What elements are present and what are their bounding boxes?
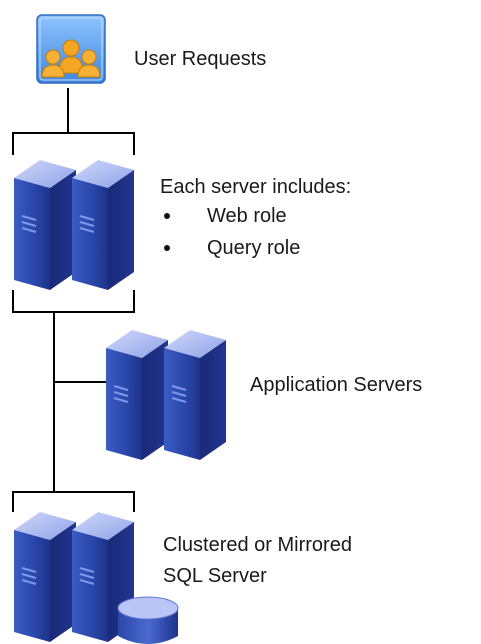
application-servers-label: Application Servers	[250, 374, 423, 396]
role-web: Web role	[160, 200, 300, 232]
sql-server-label-line1: Clustered or Mirrored	[163, 534, 352, 556]
bracket-sql-top	[12, 491, 135, 512]
role-query-label: Query role	[207, 237, 301, 259]
server-roles-list: Web role Query role	[160, 200, 300, 264]
user-requests-label: User Requests	[134, 48, 267, 70]
application-server-pair-icon	[106, 330, 226, 460]
role-web-label: Web role	[207, 205, 287, 227]
sql-server-label-line2: SQL Server	[163, 565, 267, 587]
bracket-web-top	[12, 132, 135, 155]
database-icon	[117, 596, 179, 644]
sql-server-pair-icon	[14, 512, 134, 642]
bracket-web-bottom	[12, 290, 135, 313]
users-icon	[36, 14, 106, 84]
web-query-server-pair-icon	[14, 160, 134, 290]
bullet-icon	[164, 213, 170, 219]
connector-lines	[12, 88, 135, 512]
each-server-heading: Each server includes:	[160, 176, 352, 198]
role-query: Query role	[160, 232, 300, 264]
bullet-icon	[164, 245, 170, 251]
